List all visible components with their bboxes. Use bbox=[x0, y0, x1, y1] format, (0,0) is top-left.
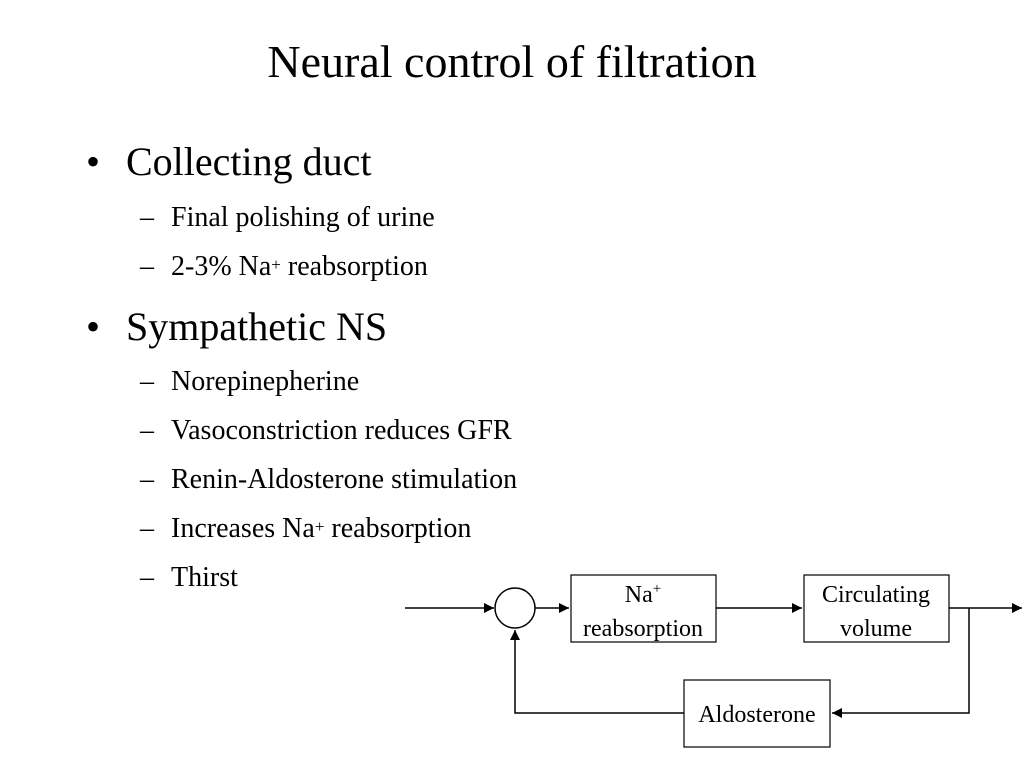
dash-mark: – bbox=[140, 251, 154, 282]
text-after-ion: reabsorption bbox=[280, 251, 428, 282]
dash-mark: – bbox=[140, 415, 154, 446]
dash-mark: – bbox=[140, 464, 154, 495]
bullet-text: Sympathetic NS bbox=[126, 304, 388, 349]
na-box-line2: reabsorption bbox=[583, 616, 703, 642]
sub-bullet-text: Norepinepherine bbox=[171, 366, 360, 397]
ion-charge: + bbox=[314, 517, 325, 536]
sub-bullet-text: 2-3% Na+ reabsorption bbox=[171, 250, 428, 284]
sub-bullet-text: Increases Na+ reabsorption bbox=[171, 512, 471, 546]
aldosterone-label: Aldosterone bbox=[698, 702, 815, 728]
bullet-mark: • bbox=[86, 304, 101, 349]
summing-junction bbox=[494, 587, 536, 629]
na-reabsorption-box: Na+ reabsorption bbox=[570, 574, 717, 643]
bullet-text: Collecting duct bbox=[126, 139, 372, 184]
volume-box-line2: volume bbox=[840, 616, 912, 642]
slide-title: Neural control of filtration bbox=[267, 36, 757, 87]
feedback-to-junction-arrow bbox=[510, 630, 684, 714]
dash-mark: – bbox=[140, 366, 154, 397]
feedback-to-aldosterone-arrow bbox=[832, 608, 970, 718]
sub-bullet-text: Final polishing of urine bbox=[171, 202, 435, 233]
na-box-line1-base: Na bbox=[625, 582, 653, 608]
dash-mark: – bbox=[140, 562, 154, 593]
sub-bullet-text: Renin-Aldosterone stimulation bbox=[171, 464, 518, 495]
dash-mark: – bbox=[140, 202, 154, 233]
circulating-volume-box: Circulating volume bbox=[803, 574, 950, 643]
aldosterone-box: Aldosterone bbox=[683, 679, 831, 748]
ion-charge: + bbox=[271, 255, 281, 274]
text-before-ion: 2-3% Na bbox=[171, 251, 272, 282]
na-box-line1-sup: + bbox=[653, 581, 661, 597]
dash-mark: – bbox=[140, 513, 154, 544]
bullet-mark: • bbox=[86, 139, 101, 184]
sub-bullet-text: Vasoconstriction reduces GFR bbox=[171, 415, 512, 446]
svg-text:Na+: Na+ bbox=[625, 581, 661, 608]
sub-bullet-text: Thirst bbox=[171, 562, 238, 593]
text-before-ion: Increases Na bbox=[171, 513, 315, 544]
volume-box-line1: Circulating bbox=[822, 582, 930, 608]
text-after-ion: reabsorption bbox=[324, 513, 472, 544]
